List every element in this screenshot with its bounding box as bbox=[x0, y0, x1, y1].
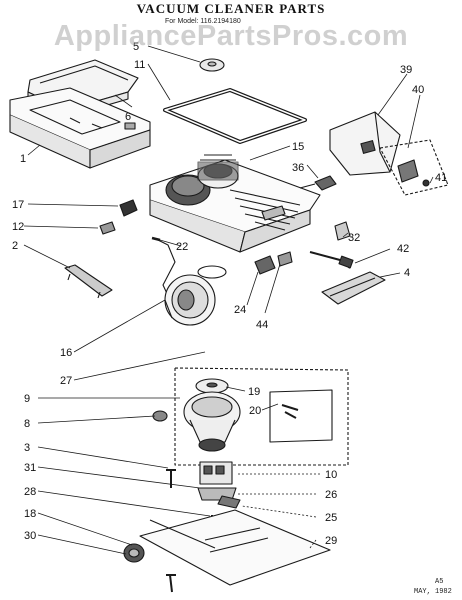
callout-6: 6 bbox=[125, 111, 131, 123]
knob-part bbox=[152, 410, 168, 422]
plug-part bbox=[299, 175, 337, 191]
model-number: For Model: 116.2194180 bbox=[165, 18, 241, 25]
wheel-part bbox=[123, 543, 176, 593]
callout-4: 4 bbox=[404, 267, 410, 279]
callout-9: 9 bbox=[24, 393, 30, 405]
callout-16: 16 bbox=[60, 347, 72, 359]
footnote-code: A5 bbox=[435, 578, 444, 586]
callout-22: 22 bbox=[176, 241, 188, 253]
callout-3: 3 bbox=[24, 442, 30, 454]
callout-2: 2 bbox=[12, 240, 18, 252]
callout-1: 1 bbox=[20, 153, 26, 165]
callout-40: 40 bbox=[412, 84, 424, 96]
callout-39: 39 bbox=[400, 64, 412, 76]
callout-10: 10 bbox=[325, 469, 337, 481]
diagram-title: VACUUM CLEANER PARTS bbox=[136, 1, 326, 16]
base-plate-part bbox=[139, 509, 331, 586]
callout-5: 5 bbox=[133, 41, 139, 53]
motor-cord-part bbox=[151, 236, 227, 301]
callout-32: 32 bbox=[348, 232, 360, 244]
callout-36: 36 bbox=[292, 162, 304, 174]
callout-30: 30 bbox=[24, 530, 36, 542]
small-latch-parts bbox=[99, 199, 138, 235]
footnote-date: MAY, 1982 bbox=[414, 588, 452, 596]
callout-18: 18 bbox=[24, 508, 36, 520]
callout-27: 27 bbox=[60, 375, 72, 387]
callout-12: 12 bbox=[12, 221, 24, 233]
callout-11: 11 bbox=[134, 59, 145, 71]
callout-42: 42 bbox=[397, 243, 409, 255]
callout-44: 44 bbox=[256, 319, 268, 331]
watermark-text: AppliancePartsPros.com bbox=[53, 20, 409, 52]
bracket-part bbox=[64, 264, 113, 299]
callout-26: 26 bbox=[325, 489, 337, 501]
motor-group-box bbox=[174, 367, 349, 466]
motor-fan-part bbox=[164, 274, 216, 326]
motor-base-part bbox=[197, 461, 237, 501]
callout-labels: 5 11 6 1 39 40 41 15 36 17 12 2 22 42 32… bbox=[12, 41, 447, 547]
filter-holder-part bbox=[379, 139, 449, 196]
callout-19: 19 bbox=[248, 386, 260, 398]
callout-31: 31 bbox=[24, 462, 36, 474]
base-housing-part bbox=[149, 154, 321, 253]
switch-parts bbox=[254, 251, 293, 275]
callout-41: 41 bbox=[435, 172, 447, 184]
bin-part bbox=[329, 111, 401, 176]
gasket-part bbox=[163, 88, 307, 144]
callout-28: 28 bbox=[24, 486, 36, 498]
callout-25: 25 bbox=[325, 512, 337, 524]
callout-29: 29 bbox=[325, 535, 337, 547]
upper-housing-part bbox=[9, 87, 151, 169]
callout-8: 8 bbox=[24, 418, 30, 430]
callout-15: 15 bbox=[292, 141, 304, 153]
callout-20: 20 bbox=[249, 405, 261, 417]
callout-17: 17 bbox=[12, 199, 24, 211]
leader-lines bbox=[23, 45, 434, 555]
cord-and-handle-parts bbox=[309, 221, 386, 305]
callout-24: 24 bbox=[234, 304, 246, 316]
filter-disc-part bbox=[199, 58, 225, 72]
